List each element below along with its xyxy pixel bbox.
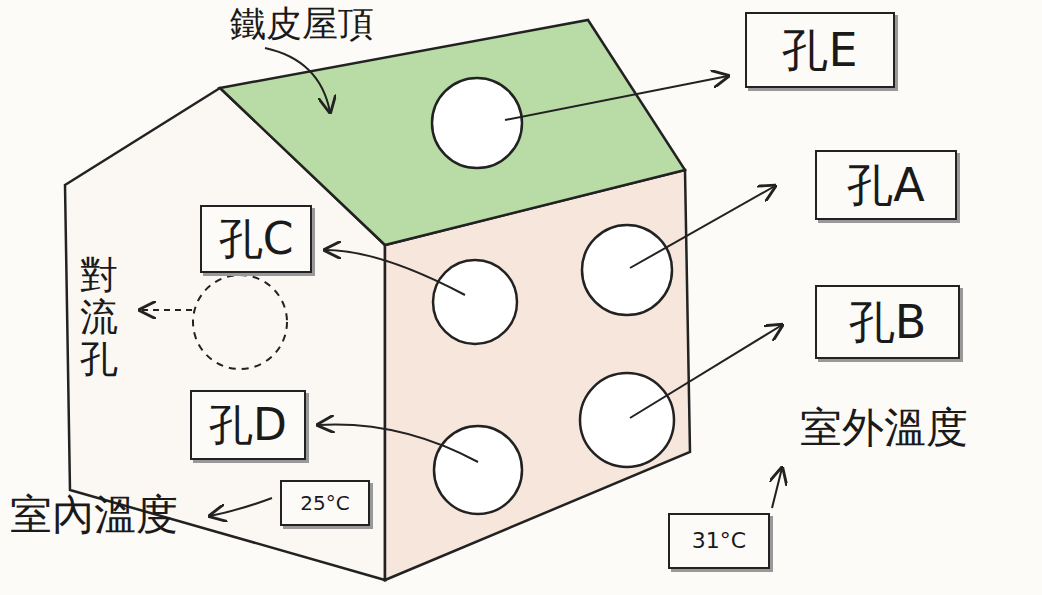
thermometer-display: 31°C: [668, 513, 770, 569]
hole-b: [580, 373, 674, 467]
annotation-label: 對流孔: [80, 255, 118, 380]
hole-label-box: 孔C: [200, 205, 312, 273]
convection-hole: [193, 275, 287, 369]
node-text: 孔C: [219, 215, 294, 263]
hole-label-box: 孔D: [190, 390, 306, 460]
hole-a: [582, 225, 672, 315]
hole-d: [434, 426, 522, 514]
thermometer-display: 25°C: [280, 480, 370, 526]
hole-label-box: 孔A: [815, 150, 957, 220]
hole-c: [433, 260, 517, 344]
node-text: 31°C: [692, 529, 746, 553]
annotation-label: 室外溫度: [800, 405, 968, 451]
node-text: 孔E: [782, 25, 857, 76]
annotation-label: 鐵皮屋頂: [230, 4, 374, 44]
hole-label-box: 孔B: [815, 285, 960, 359]
node-text: 25°C: [300, 492, 349, 514]
hole-label-box: 孔E: [745, 12, 895, 88]
leader-lines: [140, 48, 782, 516]
node-text: 孔B: [849, 297, 927, 348]
node-text: 孔A: [847, 160, 924, 211]
annotation-label: 室內溫度: [10, 492, 178, 538]
hole-e: [432, 78, 522, 168]
node-text: 孔D: [209, 401, 287, 449]
